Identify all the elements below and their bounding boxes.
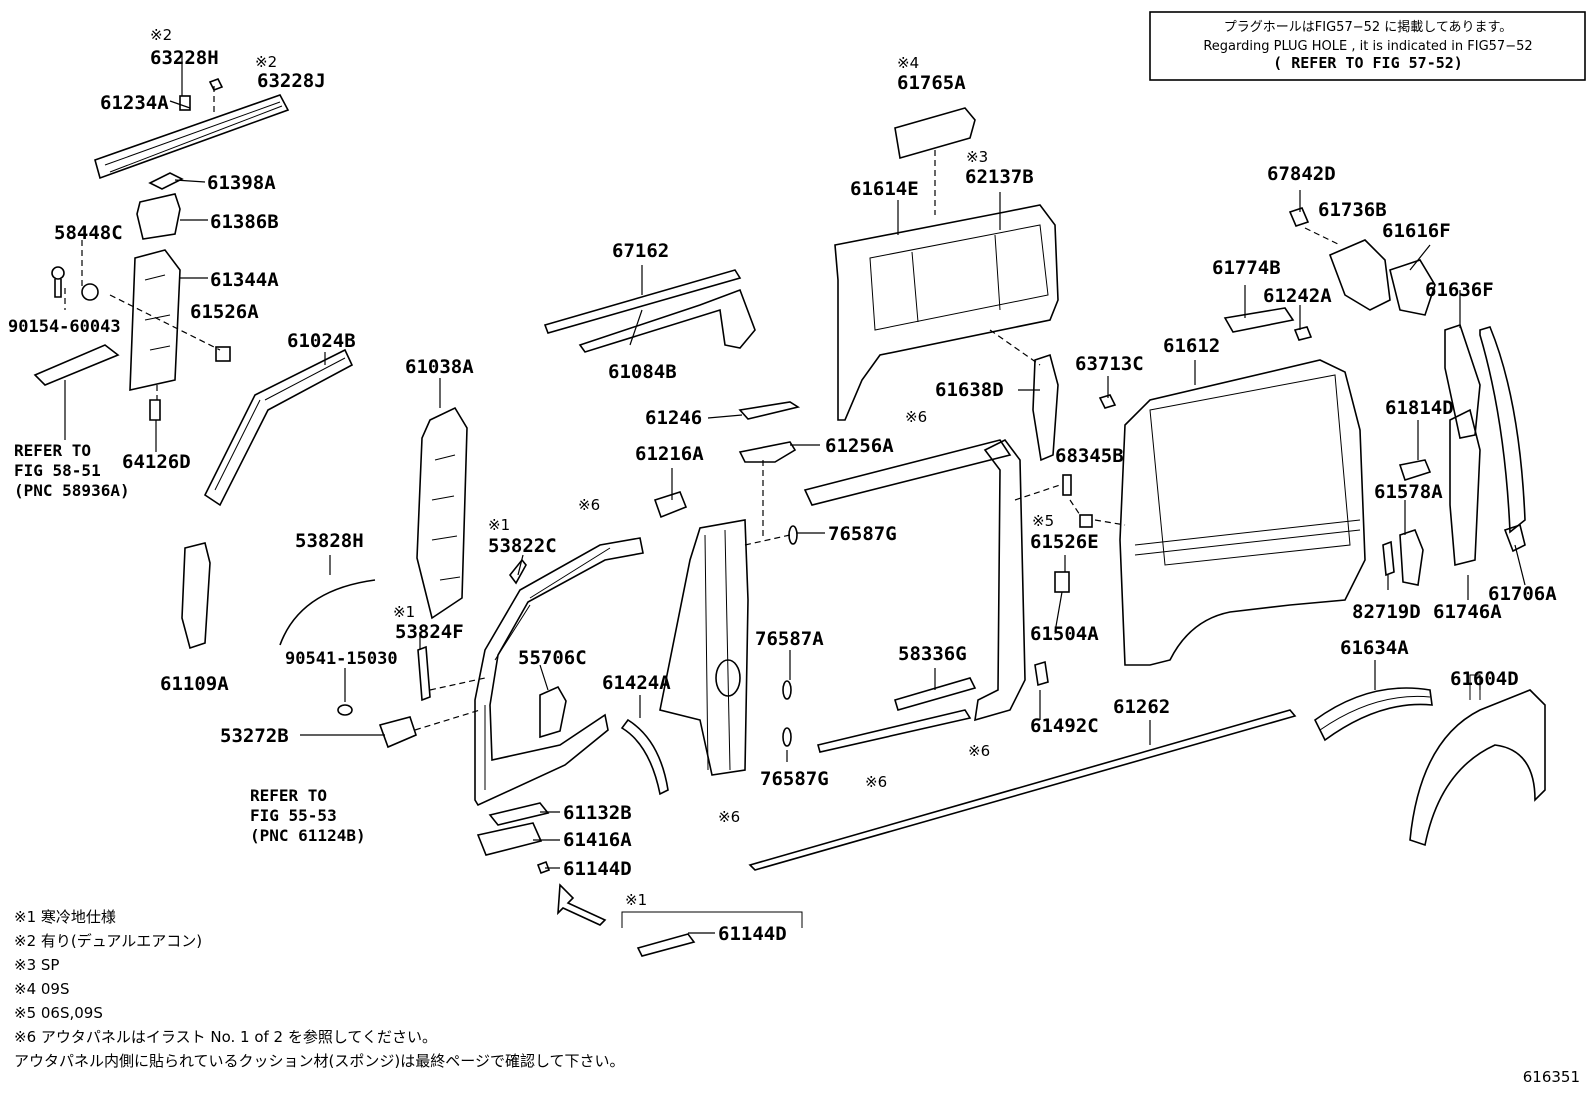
part-label[interactable]: 63228H — [150, 47, 219, 69]
notice-line-jp: プラグホールはFIG57−52 に掲載してあります。 — [1224, 19, 1512, 35]
part-label[interactable]: 61256A — [825, 435, 894, 457]
part-label[interactable]: 58448C — [54, 222, 123, 244]
note-markers: ※2 ※2 ※4 ※3 ※6 ※1 ※6 ※1 ※5 ※6 ※6 ※6 ※1 — [150, 26, 1054, 909]
part-label[interactable]: 61262 — [1113, 696, 1170, 718]
part-label[interactable]: 61736B — [1318, 199, 1387, 221]
part-label[interactable]: 53824F — [395, 621, 464, 643]
part-label[interactable]: 61416A — [563, 829, 632, 851]
note-marker: ※6 — [718, 808, 740, 826]
ref-line: REFER TO — [14, 441, 91, 460]
part-label[interactable]: 61144D — [718, 923, 787, 945]
part-label[interactable]: 63228J — [257, 70, 326, 92]
part-label[interactable]: 58336G — [898, 643, 967, 665]
part-label[interactable]: 61578A — [1374, 481, 1443, 503]
note-marker: ※5 — [1032, 512, 1054, 530]
part-label[interactable]: 61614E — [850, 178, 919, 200]
note-marker: ※6 — [578, 496, 600, 514]
part-label[interactable]: 61604D — [1450, 668, 1519, 690]
footnote: アウタパネル内側に貼られているクッション材(スポンジ)は最終ページで確認して下さ… — [14, 1052, 625, 1070]
ref-line: (PNC 58936A) — [14, 481, 130, 500]
part-label[interactable]: 64126D — [122, 451, 191, 473]
part-label[interactable]: 53828H — [295, 530, 364, 552]
footnote: ※3 SP — [14, 956, 59, 974]
footnote: ※2 有り(デュアルエアコン) — [14, 932, 202, 950]
footnote: ※6 アウタパネルはイラスト No. 1 of 2 を参照してください。 — [14, 1028, 437, 1046]
part-label[interactable]: 61706A — [1488, 583, 1557, 605]
part-label[interactable]: 61774B — [1212, 257, 1281, 279]
part-label[interactable]: 61746A — [1433, 601, 1502, 623]
ref-line: REFER TO — [250, 786, 327, 805]
part-label[interactable]: 61132B — [563, 802, 632, 824]
note-marker: ※1 — [625, 891, 647, 909]
part-label[interactable]: 61344A — [210, 269, 279, 291]
part-label[interactable]: 61526A — [190, 301, 259, 323]
part-label[interactable]: 68345B — [1055, 445, 1124, 467]
figure-references: REFER TO FIG 58-51 (PNC 58936A) REFER TO… — [14, 441, 366, 845]
part-label[interactable]: 61612 — [1163, 335, 1220, 357]
part-label[interactable]: 61492C — [1030, 715, 1099, 737]
part-label[interactable]: 61234A — [100, 92, 169, 114]
part-drawings — [33, 77, 1546, 957]
part-label[interactable]: 76587G — [760, 768, 829, 790]
part-label[interactable]: 76587A — [755, 628, 824, 650]
part-label[interactable]: 61638D — [935, 379, 1004, 401]
footnote: ※1 寒冷地仕様 — [14, 908, 116, 926]
footnotes: ※1 寒冷地仕様 ※2 有り(デュアルエアコン) ※3 SP ※4 09S ※5… — [14, 908, 625, 1070]
part-label[interactable]: 61636F — [1425, 279, 1494, 301]
part-label[interactable]: 61386B — [210, 211, 279, 233]
part-label[interactable]: 53272B — [220, 725, 289, 747]
note-marker: ※2 — [255, 53, 277, 71]
ref-line: (PNC 61124B) — [250, 826, 366, 845]
part-label[interactable]: 61504A — [1030, 623, 1099, 645]
part-label[interactable]: 61765A — [897, 72, 966, 94]
note-marker: ※6 — [905, 408, 927, 426]
note-marker: ※1 — [488, 516, 510, 534]
part-label[interactable]: 90154-60043 — [8, 317, 121, 337]
footnote: ※4 09S — [14, 980, 70, 998]
part-label[interactable]: 61424A — [602, 672, 671, 694]
part-label[interactable]: 61634A — [1340, 637, 1409, 659]
part-label[interactable]: 61084B — [608, 361, 677, 383]
part-label[interactable]: 63713C — [1075, 353, 1144, 375]
part-label[interactable]: 61246 — [645, 407, 702, 429]
note-marker: ※6 — [968, 742, 990, 760]
part-label[interactable]: 61024B — [287, 330, 356, 352]
note-marker: ※2 — [150, 26, 172, 44]
note-marker: ※4 — [897, 54, 919, 72]
part-label[interactable]: 62137B — [965, 166, 1034, 188]
part-label[interactable]: 61144D — [563, 858, 632, 880]
leader-lines — [64, 55, 1526, 934]
footnote: ※5 06S,09S — [14, 1004, 103, 1022]
part-label[interactable]: 61616F — [1382, 220, 1451, 242]
part-label[interactable]: 82719D — [1352, 601, 1421, 623]
part-label[interactable]: 53822C — [488, 535, 557, 557]
notice-line-ref: ( REFER TO FIG 57-52) — [1273, 54, 1463, 72]
part-label[interactable]: 61242A — [1263, 285, 1332, 307]
ref-line[interactable]: FIG 55-53 — [250, 806, 337, 825]
part-label[interactable]: 76587G — [828, 523, 897, 545]
note-marker: ※1 — [393, 603, 415, 621]
note-marker: ※6 — [865, 773, 887, 791]
part-label[interactable]: 67162 — [612, 240, 669, 262]
part-label[interactable]: 61526E — [1030, 531, 1099, 553]
part-label[interactable]: 61216A — [635, 443, 704, 465]
part-label[interactable]: 61109A — [160, 673, 229, 695]
part-label[interactable]: 61398A — [207, 172, 276, 194]
ref-line[interactable]: FIG 58-51 — [14, 461, 101, 480]
part-label[interactable]: 55706C — [518, 647, 587, 669]
part-label[interactable]: 61814D — [1385, 397, 1454, 419]
figure-number: 616351 — [1523, 1068, 1580, 1086]
note-marker: ※3 — [966, 148, 988, 166]
part-label[interactable]: 61038A — [405, 356, 474, 378]
notice-line-en: Regarding PLUG HOLE , it is indicated in… — [1203, 39, 1532, 54]
part-label[interactable]: 67842D — [1267, 163, 1336, 185]
part-label[interactable]: 90541-15030 — [285, 649, 398, 669]
plug-hole-notice-box: プラグホールはFIG57−52 に掲載してあります。 Regarding PLU… — [1149, 11, 1586, 81]
part-labels: 63228H 63228J 61234A 61398A 61386B 58448… — [8, 47, 1557, 945]
